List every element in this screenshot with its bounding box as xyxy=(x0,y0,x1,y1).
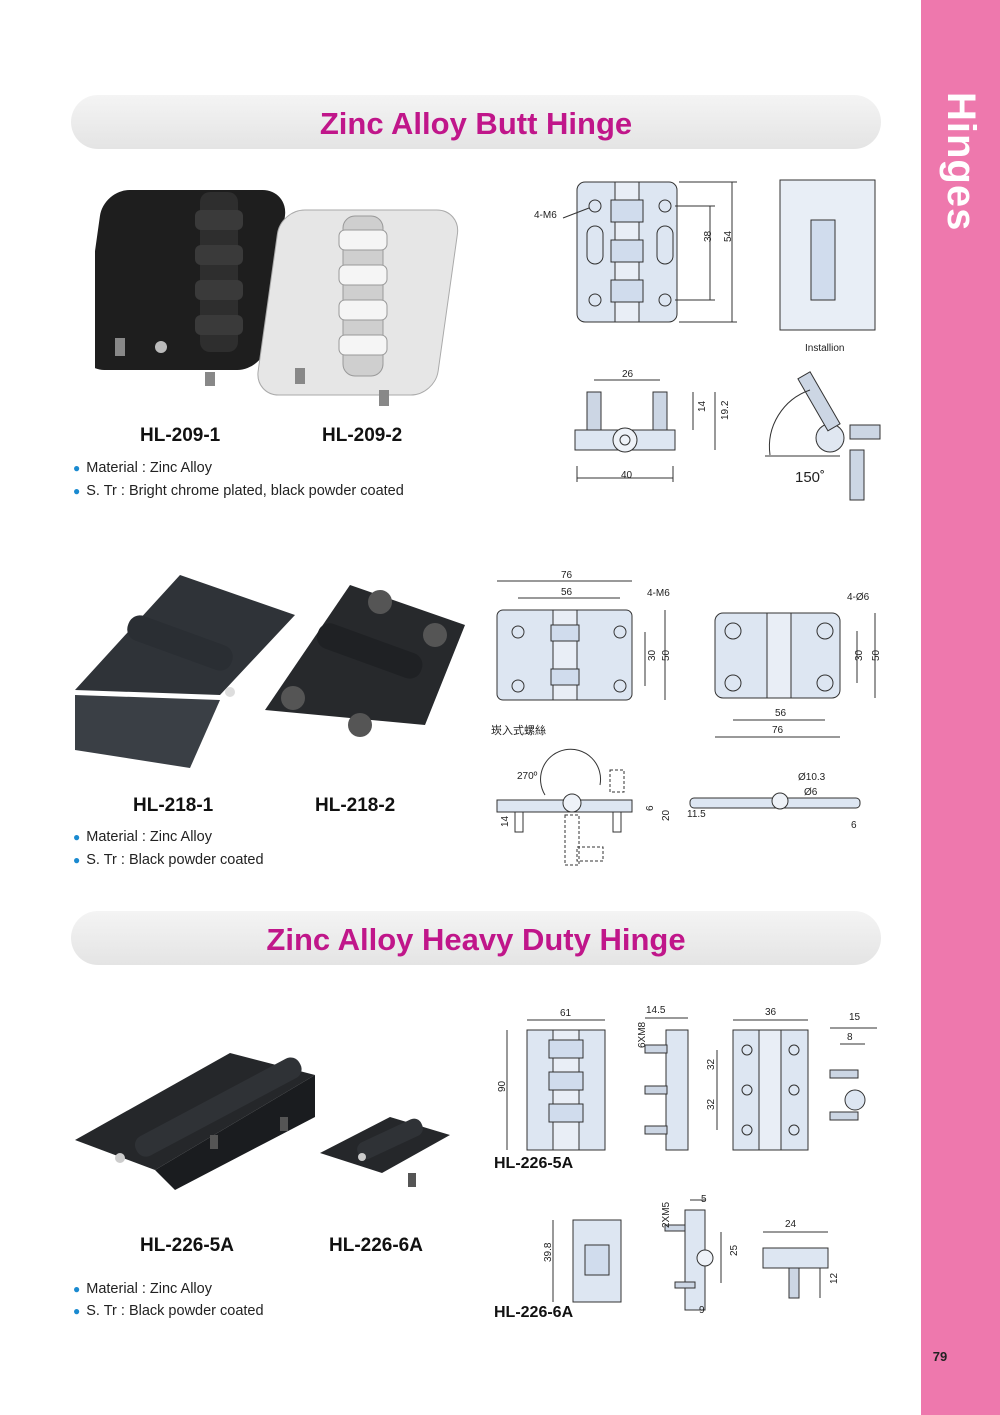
dimension-label: 11.5 xyxy=(687,809,706,820)
dimension-label: 2XM5 xyxy=(661,1201,672,1228)
insert-note: 崁入式螺絲 xyxy=(491,723,546,737)
product-photo-hl-226 xyxy=(75,1053,450,1190)
dimension-label: 6 xyxy=(645,805,656,811)
drawing-caption: HL-226-6A xyxy=(494,1304,574,1321)
dimension-label: 20 xyxy=(661,809,672,821)
dimension-label: 12 xyxy=(829,1272,840,1284)
spec-line: ● S. Tr : Bright chrome plated, black pow… xyxy=(73,483,404,499)
dimension-label: 24 xyxy=(785,1219,797,1230)
spec-line: ● Material : Zinc Alloy xyxy=(73,460,212,476)
dimension-label: Ø6 xyxy=(804,787,818,798)
angle-label: 150˚ xyxy=(795,469,825,486)
dimension-label: 14 xyxy=(697,400,708,412)
spec-line: ● S. Tr : Black powder coated xyxy=(73,852,264,868)
chrome-hinge-image xyxy=(257,209,459,406)
dimension-label: 19.2 xyxy=(720,400,731,420)
dimension-label: 76 xyxy=(772,725,784,736)
spec-line: ● S. Tr : Black powder coated xyxy=(73,1303,264,1319)
dimension-label: 50 xyxy=(871,649,882,661)
spec-text: Material : Zinc Alloy xyxy=(86,1281,212,1297)
dimension-label: 14 xyxy=(500,815,511,827)
dimension-label: Ø10.3 xyxy=(798,772,826,783)
technical-drawing-hl-209: 4-M6 38 54 26 14 19.2 40 Installion 150˚ xyxy=(534,179,881,501)
model-label: HL-209-2 xyxy=(322,425,403,446)
bullet-icon: ● xyxy=(73,1282,81,1296)
dimension-label: 40 xyxy=(621,470,633,481)
dimension-label: 56 xyxy=(561,587,573,598)
section-banner-butt-hinge: Zinc Alloy Butt Hinge xyxy=(71,95,881,149)
product-photo-hl-209 xyxy=(95,190,459,406)
product-photo-hl-218 xyxy=(75,575,465,768)
dimension-label: 36 xyxy=(765,1007,777,1018)
dimension-label: 56 xyxy=(775,708,787,719)
dimension-label: 90 xyxy=(497,1080,508,1092)
page-number: 79 xyxy=(932,1349,948,1364)
dimension-label: 26 xyxy=(622,369,634,380)
bullet-icon: ● xyxy=(73,461,81,475)
spec-text: S. Tr : Black powder coated xyxy=(86,1303,264,1319)
drawing-caption: HL-226-5A xyxy=(494,1155,574,1172)
dimension-label: 6XM8 xyxy=(637,1021,648,1048)
section-title: Zinc Alloy Heavy Duty Hinge xyxy=(266,922,686,957)
model-label: HL-209-1 xyxy=(140,425,221,446)
dimension-label: 30 xyxy=(854,649,865,661)
bullet-icon: ● xyxy=(73,830,81,844)
bullet-icon: ● xyxy=(73,1304,81,1318)
sidebar-tab xyxy=(921,0,1000,1415)
dimension-label: 5 xyxy=(701,1194,707,1205)
dimension-label: 4-M6 xyxy=(647,588,670,599)
large-heavy-duty-hinge-image xyxy=(75,1053,315,1190)
black-hinge-image xyxy=(95,190,286,386)
flat-hinge-image xyxy=(75,575,295,768)
cross-hinge-image xyxy=(265,585,465,737)
dimension-label: 9 xyxy=(699,1305,705,1316)
dimension-label: 6 xyxy=(851,820,857,831)
angle-label: 270º xyxy=(517,771,538,782)
spec-line: ● Material : Zinc Alloy xyxy=(73,1281,212,1297)
dimension-label: 32 xyxy=(706,1058,717,1070)
section-banner-heavy-duty-hinge: Zinc Alloy Heavy Duty Hinge xyxy=(71,911,881,965)
dimension-label: 4-Ø6 xyxy=(847,592,870,603)
section-title: Zinc Alloy Butt Hinge xyxy=(319,106,633,141)
dimension-label: 38 xyxy=(703,230,714,242)
dimension-label: 61 xyxy=(560,1008,572,1019)
dimension-label: 30 xyxy=(647,649,658,661)
sidebar-title: Hinges xyxy=(939,92,983,232)
bullet-icon: ● xyxy=(73,853,81,867)
spec-line: ● Material : Zinc Alloy xyxy=(73,829,212,845)
small-heavy-duty-hinge-image xyxy=(320,1117,450,1187)
dimension-label: 32 xyxy=(706,1098,717,1110)
dimension-label: 54 xyxy=(723,230,734,242)
dimension-label: 25 xyxy=(729,1244,740,1256)
dimension-label: 76 xyxy=(561,570,573,581)
dimension-label: 8 xyxy=(847,1032,853,1043)
spec-text: S. Tr : Black powder coated xyxy=(86,852,264,868)
dimension-label: 14.5 xyxy=(646,1005,666,1016)
model-label: HL-218-2 xyxy=(315,795,396,816)
spec-text: Material : Zinc Alloy xyxy=(86,829,212,845)
model-label: HL-226-6A xyxy=(329,1235,423,1256)
model-label: HL-218-1 xyxy=(133,795,214,816)
spec-text: Material : Zinc Alloy xyxy=(86,460,212,476)
installation-label: Installion xyxy=(805,343,844,354)
technical-drawing-hl-226: 61 90 14.5 6XM8 36 32 32 15 8 HL-226-5A … xyxy=(494,1005,877,1321)
bullet-icon: ● xyxy=(73,484,81,498)
dimension-label: 15 xyxy=(849,1012,861,1023)
model-label: HL-226-5A xyxy=(140,1235,234,1256)
spec-text: S. Tr : Bright chrome plated, black powd… xyxy=(86,483,404,499)
dimension-label: 39.8 xyxy=(543,1242,554,1262)
dimension-label: 4-M6 xyxy=(534,210,557,221)
dimension-label: 50 xyxy=(661,649,672,661)
technical-drawing-hl-218: 76 56 30 50 4-M6 崁入式螺絲 4-Ø6 30 50 56 76 … xyxy=(491,570,882,866)
